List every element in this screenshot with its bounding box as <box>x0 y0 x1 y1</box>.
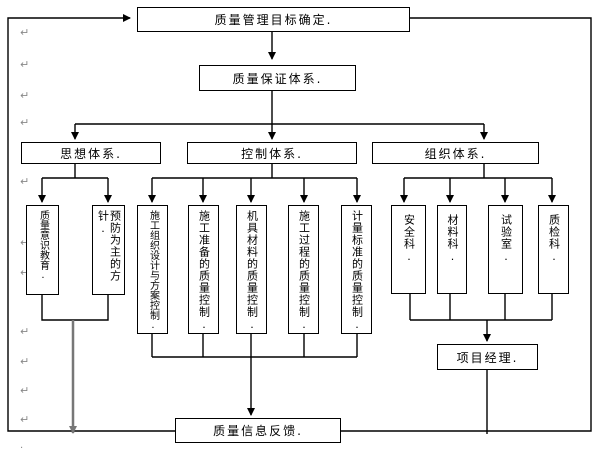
control-system-box: 控制体系. <box>187 142 357 164</box>
org-item-lab: 试验室. <box>488 205 523 294</box>
quality-goal-label: 质量管理目标确定. <box>214 13 333 27</box>
organization-system-label: 组织体系. <box>424 146 487 161</box>
org-item-safety-label: 安全科. <box>402 214 416 264</box>
control-item-5-label: 计量标准的质量控制. <box>350 210 364 332</box>
quality-feedback-box: 质量信息反馈. <box>175 418 341 443</box>
paragraph-mark: ↵ <box>20 236 30 249</box>
ideology-item-1: 质量意识教育. <box>26 205 59 295</box>
control-item-2-label: 施工准备的质量控制. <box>197 210 211 332</box>
control-item-1-label: 施工组织设计与方案控制. <box>147 210 159 331</box>
control-item-3-label: 机具材料的质量控制. <box>245 210 259 332</box>
ideology-system-box: 思想体系. <box>21 142 161 164</box>
ideology-item-2-label: 预防为主的方针. <box>96 210 122 282</box>
paragraph-mark: ↵ <box>20 266 30 279</box>
paragraph-mark: ↵ <box>20 413 30 426</box>
control-item-4-label: 施工过程的质量控制. <box>297 210 311 332</box>
ideology-item-2: 预防为主的方针. <box>92 205 125 295</box>
control-item-2: 施工准备的质量控制. <box>188 205 219 334</box>
control-system-label: 控制体系. <box>241 146 303 161</box>
assurance-system-box: 质量保证体系. <box>199 65 356 91</box>
ideology-system-label: 思想体系. <box>60 146 122 161</box>
project-manager-box: 项目经理. <box>437 344 538 370</box>
paragraph-mark: ↵ <box>20 116 30 129</box>
project-manager-label: 项目经理. <box>456 350 519 365</box>
paragraph-mark: ↵ <box>20 89 30 102</box>
org-item-materials-label: 材料科. <box>446 214 459 264</box>
control-item-1: 施工组织设计与方案控制. <box>137 205 168 334</box>
paragraph-mark: ↵ <box>20 26 30 39</box>
paragraph-mark: ↵ <box>20 355 30 368</box>
paragraph-mark: ↵ <box>20 384 30 397</box>
org-item-qc: 质检科. <box>538 205 569 294</box>
paragraph-mark: ↵ <box>20 58 30 71</box>
control-item-4: 施工过程的质量控制. <box>288 205 319 334</box>
organization-system-box: 组织体系. <box>372 142 539 164</box>
org-item-safety: 安全科. <box>391 205 426 294</box>
org-item-qc-label: 质检科. <box>547 214 561 264</box>
assurance-system-label: 质量保证体系. <box>232 71 323 86</box>
org-item-materials: 材料科. <box>437 205 467 294</box>
paragraph-mark: ↵ <box>20 325 30 338</box>
quality-goal-box: 质量管理目标确定. <box>137 7 410 32</box>
quality-feedback-label: 质量信息反馈. <box>213 424 303 438</box>
control-item-3: 机具材料的质量控制. <box>236 205 267 334</box>
paragraph-mark: ↵ <box>20 175 30 188</box>
stray-dot: . <box>20 440 24 451</box>
ideology-item-1-label: 质量意识教育. <box>37 210 49 281</box>
control-item-5: 计量标准的质量控制. <box>341 205 372 334</box>
org-item-lab-label: 试验室. <box>499 214 513 264</box>
